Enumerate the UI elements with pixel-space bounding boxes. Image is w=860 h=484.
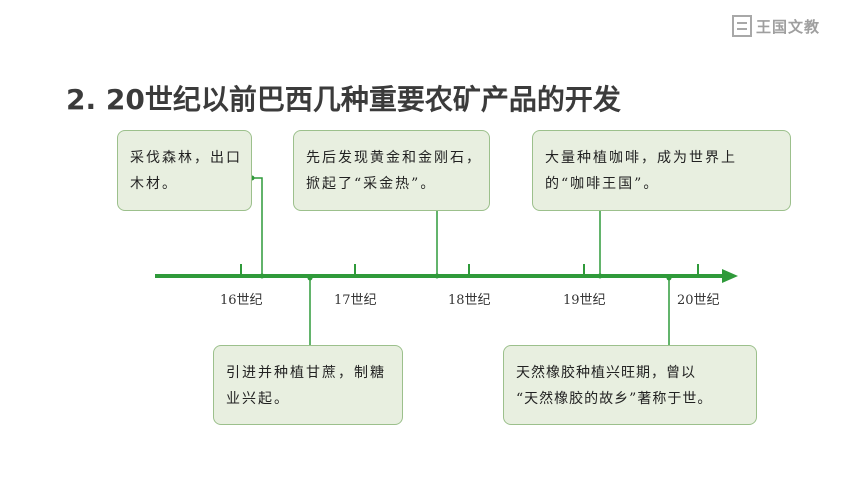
event-text-line: 掀起了“采金热”。 [306,176,437,192]
event-text-line: 大量种植咖啡，成为世界上 [545,150,737,166]
event-text-line: 先后发现黄金和金刚石， [306,150,482,166]
event-box: 先后发现黄金和金刚石， 掀起了“采金热”。 [293,130,490,211]
connector-dot [597,273,603,279]
tick-label: 19世纪 [563,293,606,308]
book-stack-icon [732,15,752,37]
event-box: 大量种植咖啡，成为世界上 的“咖啡王国”。 [532,130,791,211]
tick-label: 16世纪 [220,293,263,308]
connector-dot [666,275,672,281]
connector-event-1 [251,177,263,276]
connector-dot [307,275,313,281]
tick-label: 18世纪 [448,293,491,308]
event-box: 采伐森林，出口 木材。 [117,130,252,211]
page-title: 2. 20世纪以前巴西几种重要农矿产品的开发 [66,83,621,116]
event-text-line: 天然橡胶种植兴旺期，曾以 [516,365,696,381]
logo-text: 王国文教 [756,17,821,36]
event-box: 引进并种植甘蔗，制糖 业兴起。 [213,345,403,425]
event-text-line: 木材。 [130,176,178,192]
event-text-line: 采伐森林，出口 [130,150,242,166]
connector-dot [434,273,440,279]
tick-label: 17世纪 [334,293,377,308]
event-text-line: 引进并种植甘蔗，制糖 [226,365,386,381]
connector-dot [259,273,265,279]
event-text-line: “天然橡胶的故乡”著称于世。 [516,391,713,407]
logo: 王国文教 [732,12,832,40]
timeline-arrow [722,269,738,283]
event-text-line: 的“咖啡王国”。 [545,176,660,192]
event-box: 天然橡胶种植兴旺期，曾以 “天然橡胶的故乡”著称于世。 [503,345,757,425]
event-text-line: 业兴起。 [226,391,290,407]
tick-label: 20世纪 [677,293,720,308]
